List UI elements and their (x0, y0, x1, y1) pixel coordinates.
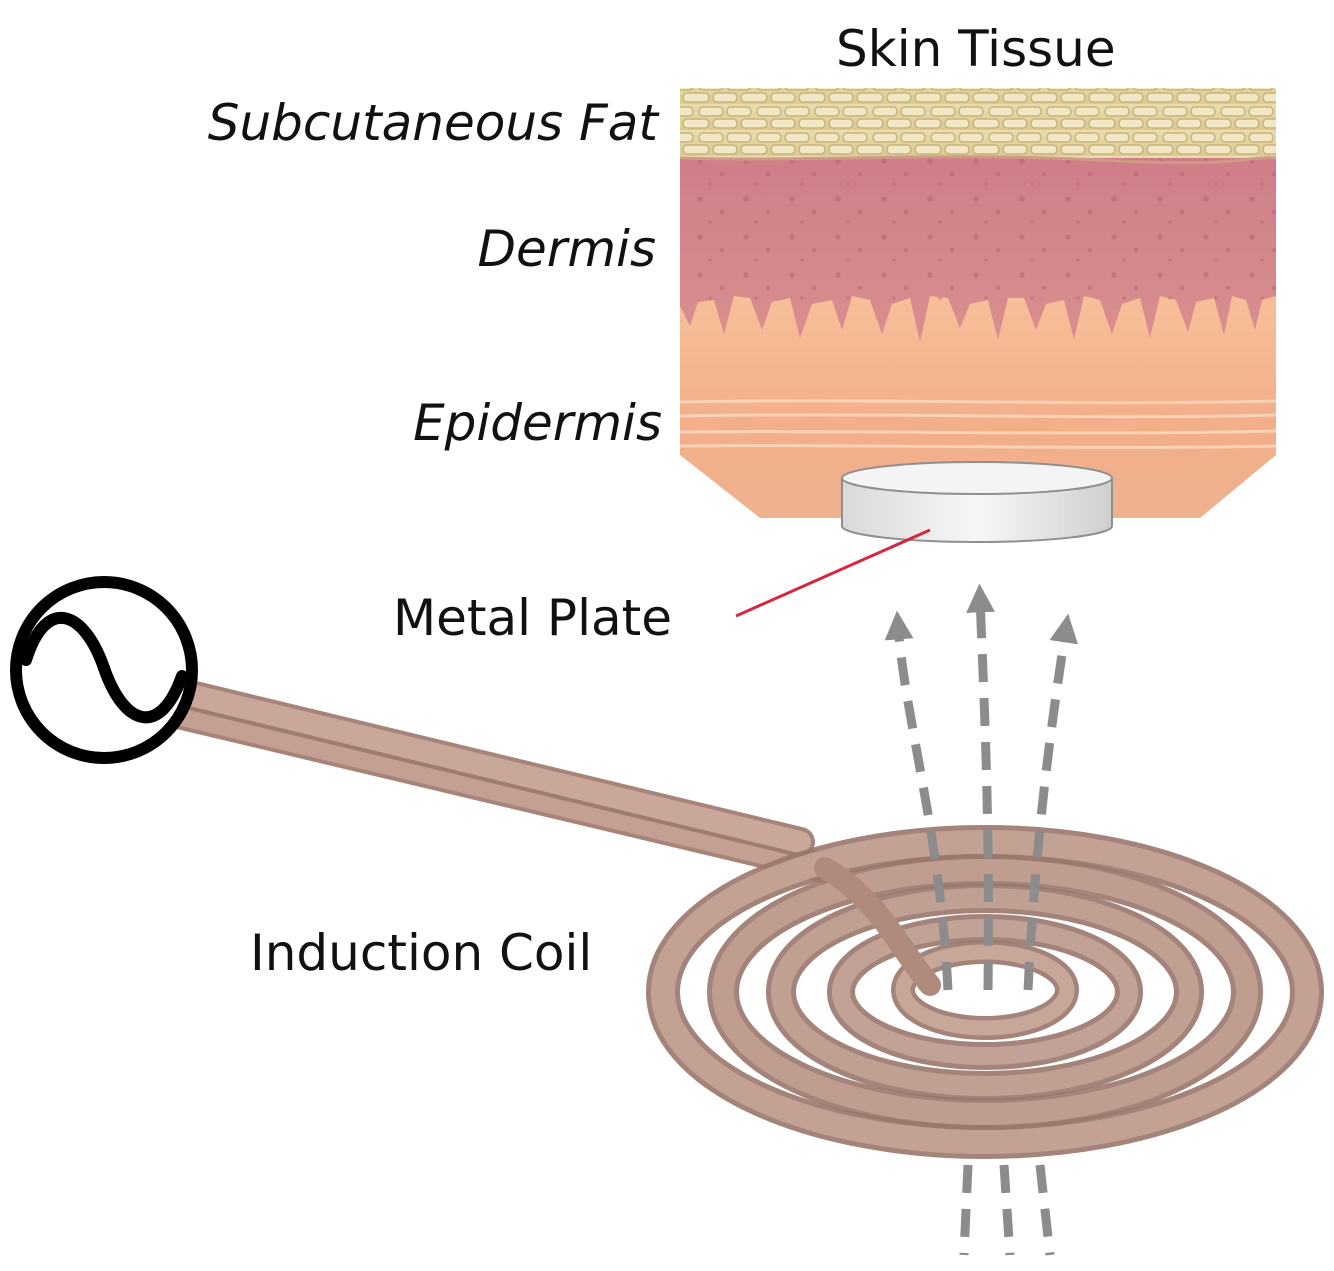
subcutaneous-fat-layer (680, 88, 1276, 158)
field-line-bottom-right (1035, 1164, 1055, 1256)
skin-tissue-block (679, 88, 1277, 518)
ac-source-icon (10, 576, 198, 764)
epidermis-layer (680, 292, 1276, 518)
epidermis-bands (679, 399, 1277, 449)
field-line-bottom-left (959, 1164, 973, 1256)
metal-plate-leader-line (735, 528, 931, 618)
field-line-center (966, 583, 995, 991)
magnetic-field-lines (884, 583, 1079, 1256)
coil-lead-wires (155, 675, 840, 883)
induction-coil-label: Induction Coil (250, 924, 593, 982)
induction-coil (646, 825, 1324, 1159)
metal-plate (841, 461, 1113, 543)
metal-plate-label: Metal Plate (393, 589, 672, 647)
field-line-bottom-center (999, 1164, 1015, 1256)
field-line-right (1023, 613, 1079, 991)
field-line-left (884, 610, 953, 991)
skin-tissue-label: Skin Tissue (836, 20, 1116, 78)
dermis-label: Dermis (477, 220, 656, 278)
subcutaneous-fat-label: Subcutaneous Fat (207, 94, 658, 152)
epidermis-label: Epidermis (413, 394, 662, 452)
